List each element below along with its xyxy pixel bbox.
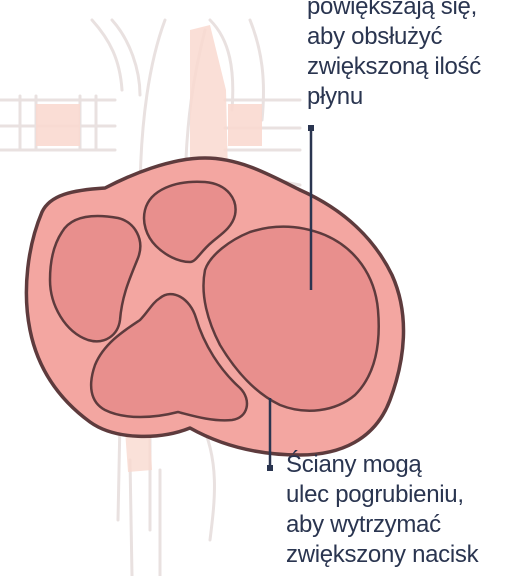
pink-vessel-top: [190, 25, 228, 178]
leader-dot-walls: [267, 465, 273, 471]
walls-label-line-4: zwiększony nacisk: [286, 540, 478, 570]
chambers-label-line-3: zwiększoną ilość: [307, 52, 481, 82]
leader-dot-chambers: [308, 125, 314, 131]
pink-vessel-right: [228, 104, 262, 146]
chambers-label-line-4: płynu: [307, 82, 481, 112]
walls-label-line-1: Ściany mogą: [286, 450, 478, 480]
chambers-enlarge-label: powiększają się, aby obsłużyć zwiększoną…: [307, 0, 481, 112]
chambers-label-line-2: aby obsłużyć: [307, 22, 481, 52]
walls-thicken-label: Ściany mogą ulec pogrubieniu, aby wytrzy…: [286, 450, 478, 570]
upper-vessel-branch: [92, 20, 140, 95]
walls-label-line-2: ulec pogrubieniu,: [286, 480, 478, 510]
chambers-label-line-1: powiększają się,: [307, 0, 481, 22]
walls-label-line-3: aby wytrzymać: [286, 510, 478, 540]
pink-vessel-left: [36, 104, 80, 146]
